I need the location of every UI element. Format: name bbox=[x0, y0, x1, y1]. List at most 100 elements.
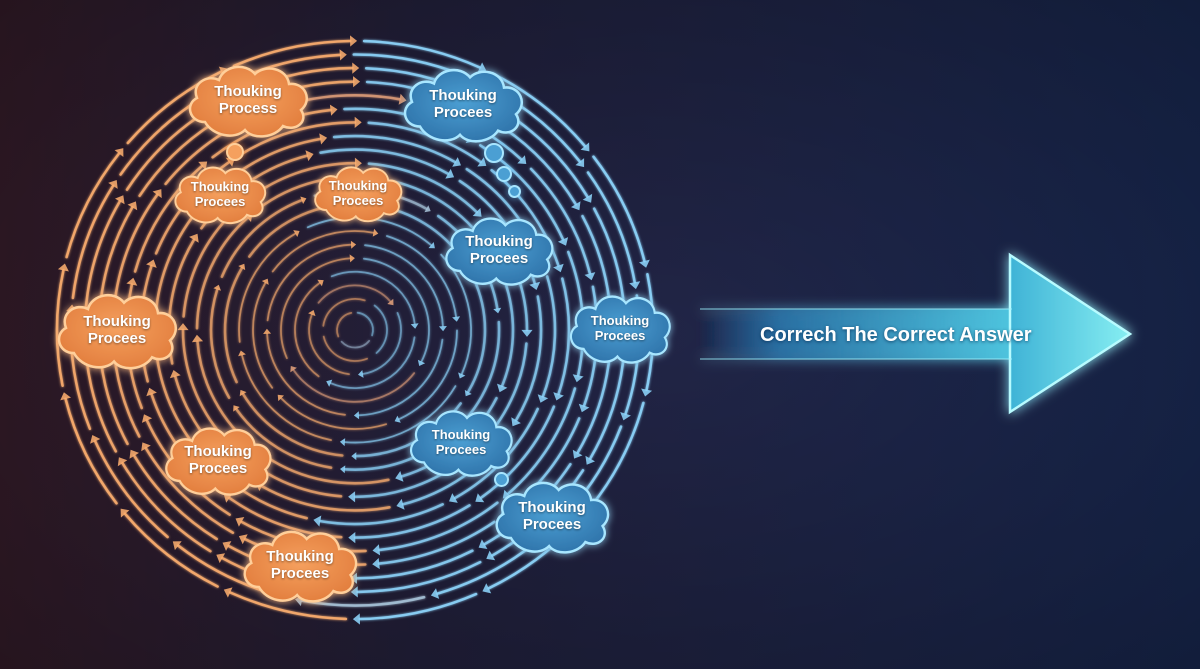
spiral-arc bbox=[93, 440, 169, 539]
spiral-arc bbox=[363, 257, 430, 363]
spiral-arrowhead-icon bbox=[189, 233, 199, 243]
spiral-arrowhead-icon bbox=[300, 196, 307, 204]
spiral-arc bbox=[133, 454, 218, 541]
thought-cloud: Thouking Procees bbox=[170, 162, 270, 226]
spiral-arrowhead-icon bbox=[578, 403, 590, 413]
spiral-arc bbox=[358, 338, 444, 417]
spiral-arrowhead-icon bbox=[263, 328, 272, 334]
spiral-arrowhead-icon bbox=[475, 493, 485, 503]
spiral-arrowhead-icon bbox=[120, 508, 130, 518]
spiral-arc bbox=[252, 282, 274, 389]
spiral-arrowhead-icon bbox=[141, 442, 151, 452]
spiral-arrowhead-icon bbox=[319, 133, 328, 145]
spiral-arrowhead-icon bbox=[126, 277, 138, 286]
spiral-arrowhead-icon bbox=[387, 298, 394, 306]
spiral-arrowhead-icon bbox=[326, 379, 333, 387]
spiral-arrowhead-icon bbox=[584, 272, 596, 281]
spiral-arrowhead-icon bbox=[349, 572, 357, 584]
cloud-icon bbox=[495, 481, 610, 554]
cloud-label: Thouking Procees bbox=[52, 288, 182, 372]
cloud-label-line2: Procees bbox=[435, 442, 487, 457]
cloud-icon bbox=[165, 427, 272, 496]
spiral-arc bbox=[354, 504, 471, 539]
thought-bubble-dot bbox=[494, 472, 509, 487]
spiral-arc bbox=[378, 501, 499, 552]
spiral-arrowhead-icon bbox=[372, 228, 379, 237]
spiral-arrowhead-icon bbox=[358, 370, 364, 378]
cloud-label-line1: Thouking bbox=[431, 427, 491, 442]
spiral-arrowhead-icon bbox=[353, 411, 360, 420]
cloud-label-line2: Procees bbox=[270, 565, 330, 582]
spiral-arc bbox=[491, 72, 587, 148]
spiral-arrowhead-icon bbox=[177, 323, 189, 331]
spiral-arc bbox=[373, 304, 388, 354]
spiral-arrowhead-icon bbox=[478, 539, 488, 549]
spiral-arrowhead-icon bbox=[222, 541, 232, 551]
cloud-label-line2: Procees bbox=[522, 516, 582, 533]
spiral-arc bbox=[121, 462, 212, 553]
cloud-label-line2: Process bbox=[218, 100, 278, 117]
spiral-arrowhead-icon bbox=[497, 383, 508, 393]
spiral-arrowhead-icon bbox=[146, 387, 157, 397]
cloud-label-line2: Procees bbox=[594, 328, 646, 343]
spiral-arrowhead-icon bbox=[233, 405, 240, 412]
spiral-arrowhead-icon bbox=[317, 279, 324, 287]
spiral-arrowhead-icon bbox=[354, 116, 362, 128]
spiral-arc bbox=[280, 257, 351, 360]
spiral-arc bbox=[280, 397, 387, 430]
spiral-arrowhead-icon bbox=[305, 150, 314, 162]
cloud-label: Thouking Procees bbox=[405, 405, 517, 479]
spiral-arrowhead-icon bbox=[529, 281, 541, 290]
spiral-arc bbox=[332, 134, 457, 164]
spiral-arc bbox=[266, 243, 352, 322]
spiral-arrowhead-icon bbox=[90, 435, 101, 444]
cloud-label: Thouking Process bbox=[183, 60, 313, 140]
thought-cloud: Thouking Procees bbox=[405, 405, 517, 479]
spiral-arrowhead-icon bbox=[571, 201, 581, 211]
spiral-arrowhead-icon bbox=[293, 230, 300, 237]
cloud-label: Thouking Procees bbox=[565, 290, 675, 366]
spiral-arrowhead-icon bbox=[580, 142, 590, 152]
spiral-arrowhead-icon bbox=[348, 491, 356, 503]
cloud-icon bbox=[57, 293, 177, 370]
spiral-arc bbox=[506, 387, 577, 496]
spiral-arrowhead-icon bbox=[308, 310, 316, 317]
thought-cloud: Thouking Procees bbox=[440, 212, 558, 288]
spiral-arrowhead-icon bbox=[486, 550, 496, 561]
spiral-arrowhead-icon bbox=[349, 254, 355, 263]
spiral-arc bbox=[265, 455, 390, 485]
spiral-arc bbox=[209, 288, 231, 399]
spiral-arc bbox=[55, 269, 65, 387]
spiral-arrowhead-icon bbox=[521, 329, 533, 337]
spiral-arc bbox=[292, 369, 416, 403]
spiral-arrowhead-icon bbox=[238, 350, 246, 357]
spiral-arrowhead-icon bbox=[572, 374, 584, 383]
spiral-arrowhead-icon bbox=[350, 586, 358, 598]
spiral-arc bbox=[322, 298, 366, 327]
spiral-arrowhead-icon bbox=[458, 372, 466, 379]
spiral-arrowhead-icon bbox=[629, 281, 641, 290]
spiral-arrowhead-icon bbox=[394, 415, 401, 423]
spiral-arc bbox=[398, 329, 458, 421]
spiral-arrowhead-icon bbox=[117, 457, 128, 467]
spiral-arrowhead-icon bbox=[238, 263, 246, 271]
spiral-arc bbox=[319, 148, 450, 175]
spiral-arc bbox=[466, 276, 487, 394]
spiral-arc bbox=[362, 312, 402, 375]
spiral-arc bbox=[133, 164, 204, 273]
spiral-arc bbox=[220, 198, 303, 278]
thought-cloud: Thouking Procees bbox=[52, 288, 182, 372]
spiral-arrowhead-icon bbox=[352, 613, 360, 625]
spiral-arc bbox=[308, 313, 350, 376]
spiral-arrowhead-icon bbox=[348, 532, 356, 544]
spiral-arc bbox=[126, 70, 223, 145]
spiral-arrowhead-icon bbox=[493, 307, 502, 314]
spiral-arrowhead-icon bbox=[372, 544, 381, 556]
spiral-arrowhead-icon bbox=[517, 155, 527, 164]
spiral-arrowhead-icon bbox=[350, 240, 357, 249]
spiral-arrowhead-icon bbox=[557, 237, 569, 246]
spiral-arrowhead-icon bbox=[127, 201, 138, 211]
spiral-arc bbox=[112, 193, 159, 308]
spiral-arc bbox=[322, 335, 368, 362]
